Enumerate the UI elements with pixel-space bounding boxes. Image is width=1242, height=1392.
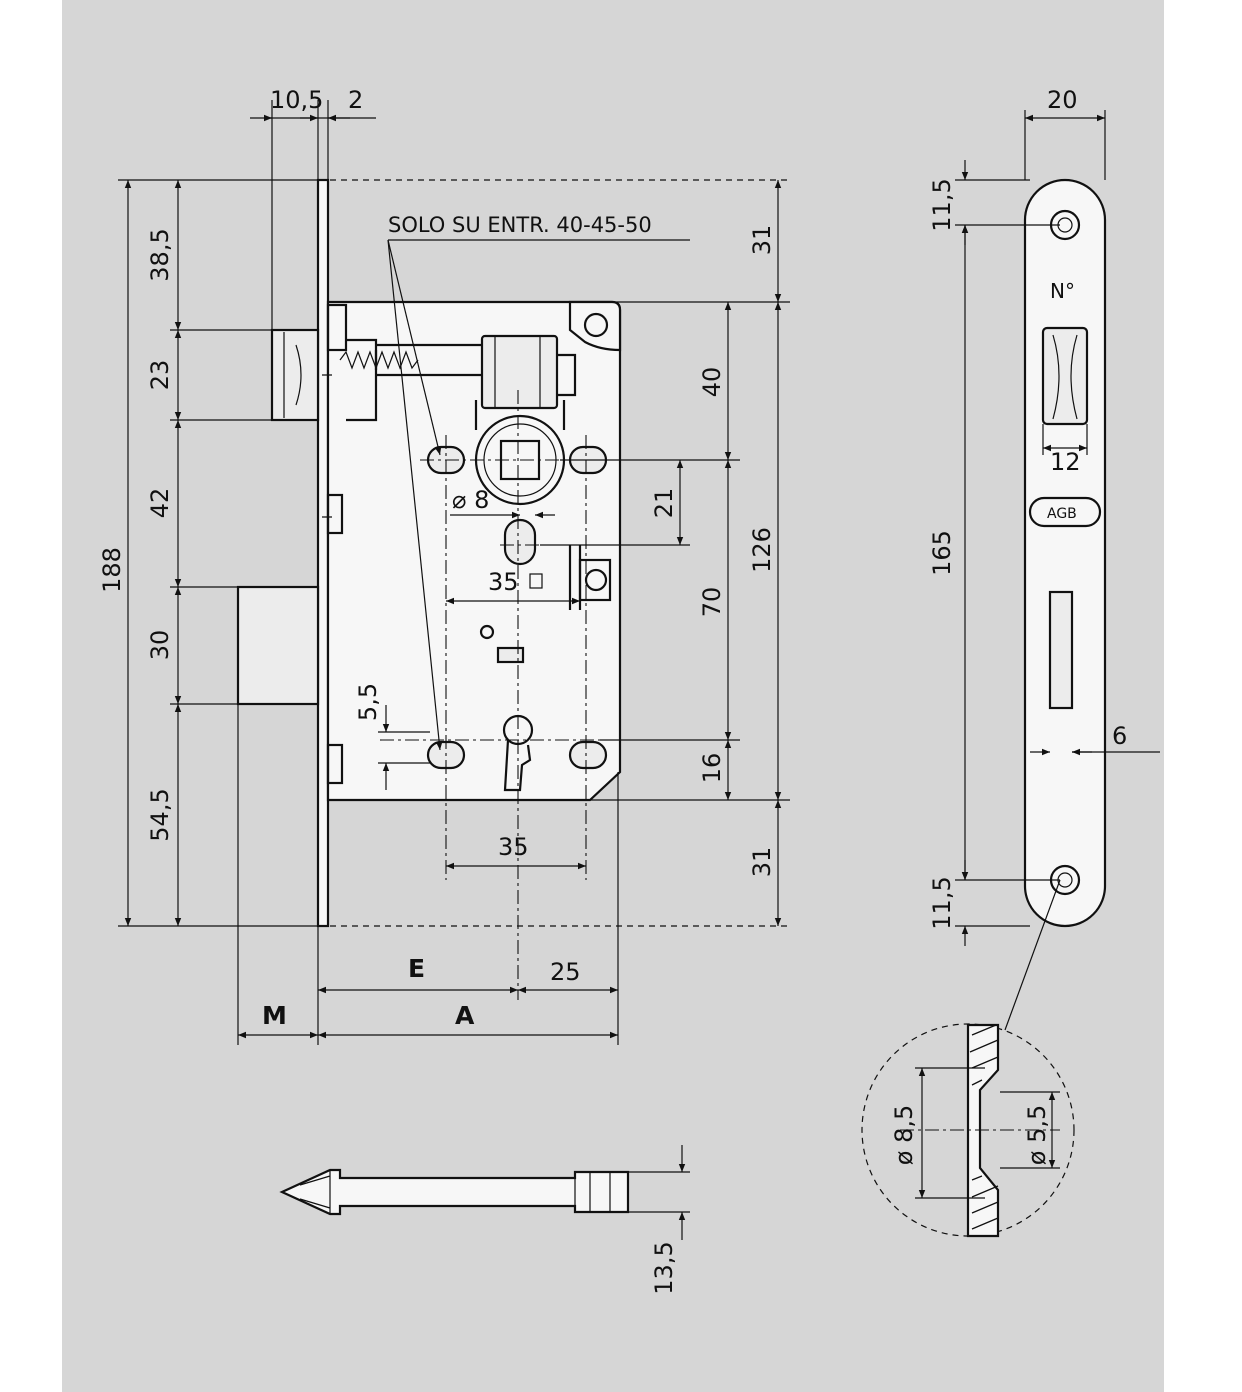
dim-30: 30 [146,630,174,661]
dim-M: M [262,1001,287,1030]
main-dimension-lines [118,100,790,1045]
dim-35-square: 35 [488,568,519,596]
dim-35: 35 [498,833,529,861]
dim-20: 20 [1047,86,1078,114]
dim-25: 25 [550,958,581,986]
dim-E: E [408,954,425,983]
dim-188: 188 [98,547,126,593]
dim-54-5: 54,5 [146,788,174,841]
deadbolt-opening [1048,590,1074,710]
dim-23: 23 [146,360,174,391]
dim-2: 2 [348,86,363,114]
countersink-detail: ø 8,5 ø 5,5 [861,879,1075,1238]
faceplate-number-mark: N° [1050,279,1075,303]
dim-42: 42 [146,488,174,519]
dim-21: 21 [650,488,678,519]
dim-dia-8: ⌀ 8 [452,486,489,514]
dim-12: 12 [1050,448,1081,476]
dim-16: 16 [698,753,726,784]
dim-10-5: 10,5 [270,86,323,114]
note-solo-su-entr: SOLO SU ENTR. 40-45-50 [388,213,652,237]
latch-opening [1041,326,1089,426]
dim-5-5: 5,5 [354,683,382,721]
dim-dia-8-5: ø 8,5 [890,1105,918,1165]
dead-bolt [236,585,320,706]
dim-165: 165 [928,530,956,576]
square-symbol [529,573,543,589]
strike-pin-view: 13,5 [279,1145,690,1295]
lock-body-view [236,178,622,928]
latch-bolt [270,328,320,422]
dim-31-bottom: 31 [748,847,776,878]
front-plate [316,178,330,928]
dim-40: 40 [698,367,726,398]
dim-dia-5-5: ø 5,5 [1023,1105,1051,1165]
dim-13-5: 13,5 [650,1241,678,1294]
dim-126: 126 [748,527,776,573]
dim-A: A [455,1001,475,1030]
main-dimension-labels: 10,5 2 188 38,5 23 42 30 54,5 31 126 31 … [98,86,776,1030]
dim-11-5-bottom: 11,5 [928,876,956,929]
dim-6: 6 [1112,722,1127,750]
dim-70: 70 [698,587,726,618]
lock-case [326,300,622,802]
strike-pin [279,1168,630,1216]
faceplate-view: N° AGB [955,110,1160,946]
faceplate-brand-mark: AGB [1047,506,1077,522]
dim-31-top: 31 [748,225,776,256]
dim-38-5: 38,5 [146,228,174,281]
faceplate-dimension-labels: 20 11,5 165 11,5 12 6 [928,86,1127,930]
dim-11-5-top: 11,5 [928,178,956,231]
